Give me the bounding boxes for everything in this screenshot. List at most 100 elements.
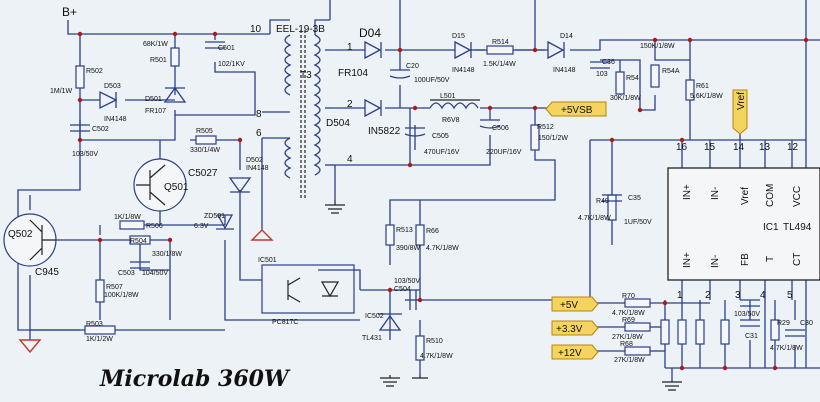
- label-d501: D501: [145, 96, 162, 103]
- resistor-r504: [129, 235, 151, 245]
- label-c945: C945: [35, 267, 59, 278]
- label-r54v: 30K/1/8W: [610, 95, 641, 102]
- wires-ic1: [596, 120, 820, 382]
- label-q502: Q502: [8, 229, 33, 240]
- label-pin2-name: IN-: [710, 255, 721, 268]
- label-r68v: 27K/1/8W: [614, 357, 645, 364]
- label-r501v: 68K/1W: [143, 41, 168, 48]
- label-r70: R70: [622, 293, 635, 300]
- label-pin4: 4: [347, 154, 353, 165]
- label-l501v: R6V8: [442, 117, 460, 124]
- label-c31: C31: [745, 333, 758, 340]
- resistor-r505: [195, 135, 217, 145]
- wires-left: [17, 19, 360, 340]
- label-c35: C35: [628, 195, 641, 202]
- label-pin14-name: Vref: [740, 187, 751, 205]
- resistor-r510: [415, 335, 425, 361]
- label-c35v: 1UF/50V: [624, 219, 652, 226]
- label-pin6: 6: [256, 128, 262, 139]
- label-r49v: 4.7K/1/8W: [578, 215, 611, 222]
- label-r502: R502: [86, 68, 103, 75]
- label-d502v: IN4148: [246, 165, 269, 172]
- label-pin16-name: IN+: [682, 184, 693, 200]
- label-r504: R504: [130, 238, 147, 245]
- diode-d04: [364, 40, 382, 60]
- ic-ic1-box: [667, 167, 820, 281]
- label-d501v: FR107: [145, 108, 166, 115]
- label-r29: R29: [777, 320, 790, 327]
- label-pin15: 15: [704, 142, 716, 153]
- text-labels: B+ EEL-19-3B T3 10 8 6 1 2 4 R502 1M/1W …: [8, 5, 813, 392]
- tl431-ic502: [378, 313, 402, 331]
- zener-zd501: [216, 214, 234, 230]
- label-r61v: 5.6K/1/8W: [690, 93, 723, 100]
- resistor-r503: [84, 325, 116, 335]
- net-vref: [732, 89, 748, 135]
- label-pin3: 3: [735, 290, 741, 301]
- label-c20v: 100UF/50V: [414, 77, 450, 84]
- label-5vsb: +5VSB: [561, 105, 593, 116]
- capacitor-c-sm: [740, 299, 760, 307]
- label-c503: C503: [118, 270, 135, 277]
- label-r507: R507: [106, 284, 123, 291]
- capacitor-c36: [590, 61, 610, 69]
- label-r514: R514: [492, 39, 509, 46]
- label-d14v: IN4148: [553, 67, 576, 74]
- label-3v3: +3.3V: [556, 324, 583, 335]
- label-pin14: 14: [733, 142, 745, 153]
- net-3v3: [551, 320, 599, 336]
- label-pin13-name: COM: [765, 184, 776, 207]
- label-d15: D15: [452, 33, 465, 40]
- label-r506v: 1K/1/8W: [114, 214, 141, 221]
- net-5v: [551, 296, 599, 312]
- label-c503v: 104/50V: [142, 270, 168, 277]
- label-c36: C36: [602, 59, 615, 66]
- resistor-r502: [75, 65, 85, 89]
- resistor-r61: [685, 79, 695, 101]
- resistors: [75, 45, 780, 361]
- resistor-r69: [624, 322, 651, 332]
- label-c506v: 220UF/16V: [486, 149, 522, 156]
- resistor-r54: [615, 71, 625, 95]
- label-pin1: 1: [677, 290, 683, 301]
- resistor-r513: [385, 224, 395, 246]
- label-pin10: 10: [250, 24, 262, 35]
- resistor-r-c: [695, 319, 705, 345]
- label-c505v: 470UF/16V: [424, 149, 460, 156]
- resistor-r66: [415, 224, 425, 246]
- label-c505: C505: [432, 133, 449, 140]
- label-ic502: IC502: [365, 313, 384, 320]
- label-c36v: 103: [596, 71, 608, 78]
- label-c20: C20: [406, 63, 419, 70]
- label-tl494: TL494: [783, 222, 812, 233]
- diode-d503: [99, 90, 118, 110]
- capacitor-c506: [479, 119, 501, 129]
- resistor-r512: [530, 124, 540, 151]
- label-pin3-name: FB: [740, 253, 751, 266]
- capacitors: [70, 41, 805, 337]
- label-c502v: 103/50V: [72, 151, 98, 158]
- capacitor-c31: [740, 319, 760, 327]
- label-pin13: 13: [759, 142, 771, 153]
- capacitor-c503: [130, 261, 150, 269]
- label-d14: D14: [560, 33, 573, 40]
- label-ic1: IC1: [763, 222, 779, 233]
- diode-d501: [163, 86, 187, 103]
- label-d502: D502: [246, 157, 263, 164]
- label-r505: R505: [196, 128, 213, 135]
- resistor-r-b: [677, 319, 687, 345]
- label-in5822: IN5822: [368, 126, 401, 137]
- label-pin12: 12: [787, 142, 799, 153]
- label-r501: R501: [150, 57, 167, 64]
- label-r29v: 4.7K/1/8W: [770, 345, 803, 352]
- net-5vsb: [545, 101, 607, 117]
- label-zd501v: 6.3V: [194, 223, 209, 230]
- label-r505v: 330/1/4W: [190, 147, 220, 154]
- resistor-r506: [119, 220, 145, 230]
- label-pin5-name: CT: [792, 253, 803, 266]
- diagram-title: Microlab 360W: [99, 366, 291, 392]
- label-r514v: 1.5K/1/4W: [483, 61, 516, 68]
- label-pin1: 1: [347, 42, 353, 53]
- capacitor-c30: [785, 329, 805, 337]
